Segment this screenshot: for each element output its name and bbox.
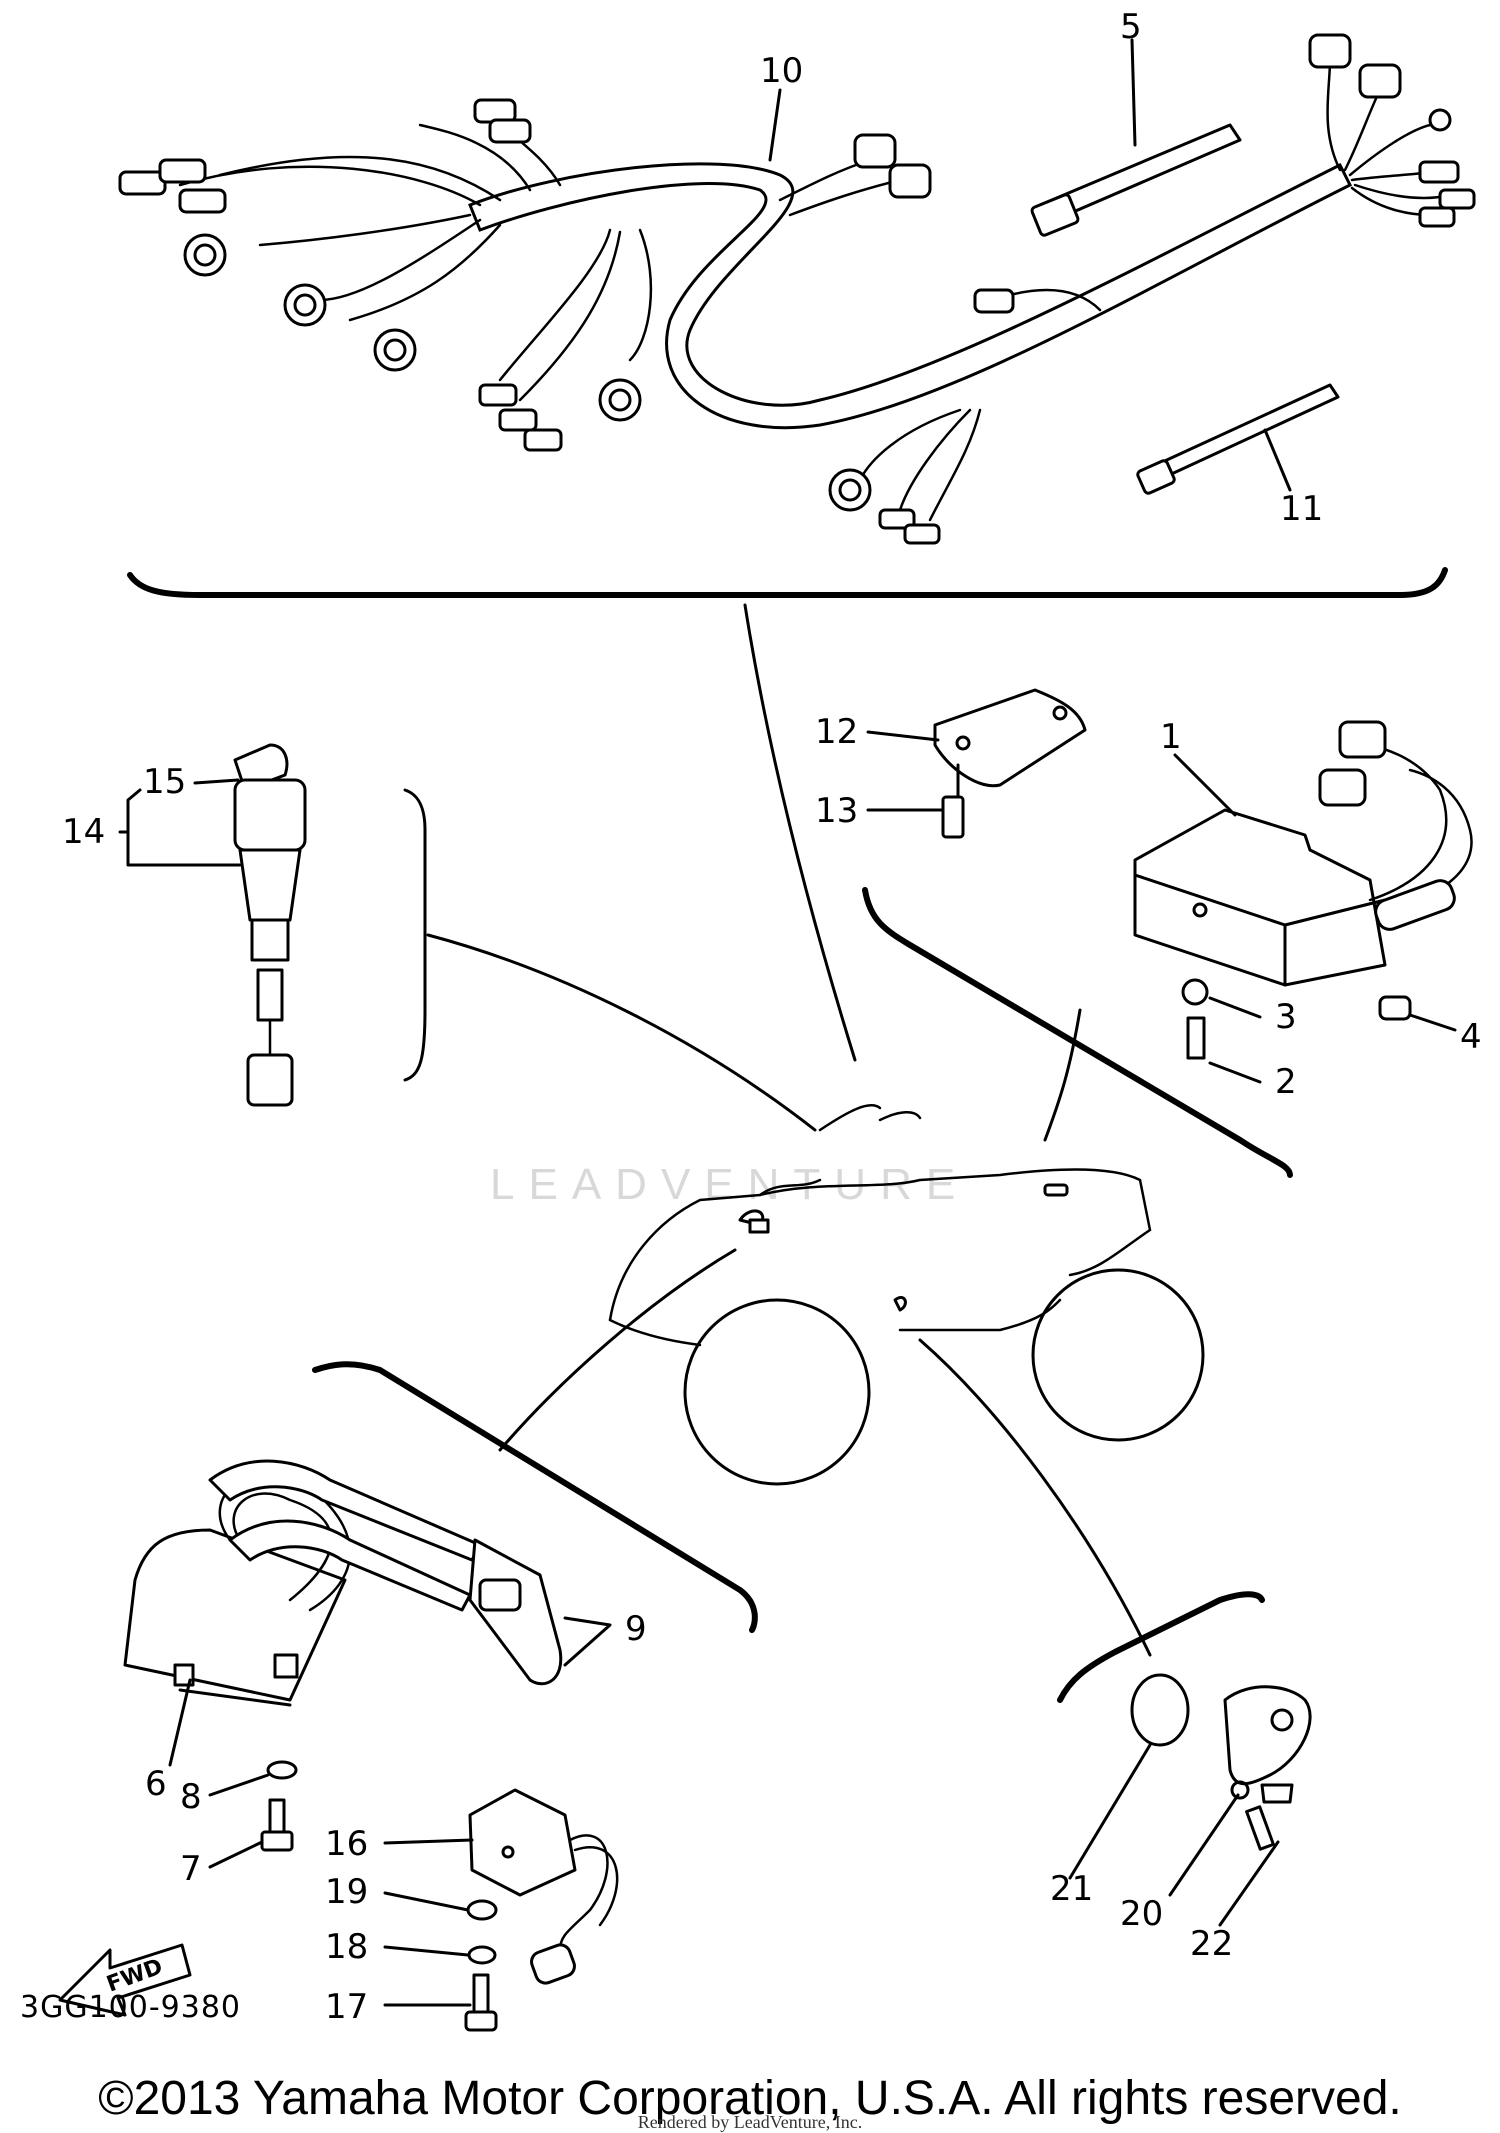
leader-4 — [1408, 1013, 1457, 1032]
leader-7 — [208, 1840, 264, 1869]
cable-tie-11 — [1136, 383, 1340, 495]
leader-12 — [866, 730, 940, 742]
washer-19 — [466, 1899, 498, 1921]
cdi-leader-line — [1043, 1008, 1082, 1142]
leader-21 — [1068, 1743, 1152, 1880]
leader-22 — [1218, 1840, 1280, 1927]
callout-3: 3 — [1275, 997, 1297, 1037]
callout-7: 7 — [180, 1849, 202, 1889]
cable-tie-5 — [1030, 123, 1242, 237]
callout-10: 10 — [760, 51, 803, 91]
washer-8 — [266, 1760, 298, 1780]
callout-21: 21 — [1050, 1869, 1093, 1909]
ignition-group-bracket — [312, 1361, 758, 1633]
rectifier-12 — [933, 688, 1087, 839]
callout-1: 1 — [1160, 717, 1182, 757]
callout-9: 9 — [625, 1609, 647, 1649]
leader-16 — [383, 1838, 474, 1845]
leader-2 — [1208, 1061, 1262, 1084]
leader-5 — [1130, 38, 1137, 147]
callout-11: 11 — [1280, 489, 1323, 529]
leader-14 — [118, 788, 242, 867]
leader-18 — [383, 1945, 470, 1957]
callout-2: 2 — [1275, 1062, 1297, 1102]
leader-19 — [383, 1891, 470, 1912]
callout-15: 15 — [143, 762, 186, 802]
callout-18: 18 — [325, 1927, 368, 1967]
wire-harness — [118, 33, 1476, 545]
callout-22: 22 — [1190, 1924, 1233, 1964]
sensor-leader-line — [918, 1338, 1152, 1657]
callout-19: 19 — [325, 1872, 368, 1912]
leader-9 — [563, 1616, 612, 1667]
spark-plug-caps-9 — [208, 1459, 563, 1686]
callout-6: 6 — [145, 1764, 167, 1804]
bolt-7 — [260, 1798, 294, 1852]
sensor-group-bracket — [1057, 1591, 1265, 1703]
sensor-20 — [1223, 1685, 1312, 1800]
leader-3 — [1208, 996, 1262, 1019]
rendered-by-notice: Rendered by LeadVenture, Inc. — [637, 2112, 863, 2132]
callout-16: 16 — [325, 1824, 368, 1864]
leader-20 — [1168, 1793, 1240, 1897]
leader-10 — [768, 88, 782, 162]
callout-13: 13 — [815, 791, 858, 831]
atv-outline — [608, 1104, 1205, 1486]
leader-8 — [208, 1773, 270, 1797]
coil-leader-line — [498, 1248, 737, 1452]
main-switch-bracket — [403, 788, 427, 1082]
callout-20: 20 — [1120, 1894, 1163, 1934]
callout-17: 17 — [325, 1987, 368, 2027]
leader-6 — [168, 1678, 192, 1767]
unit-16 — [468, 1788, 619, 1985]
washer-18 — [467, 1945, 497, 1965]
ignition-coil-6 — [123, 1473, 352, 1707]
diagram-code: 3GG100-9380 — [20, 1990, 242, 2025]
callout-12: 12 — [815, 712, 858, 752]
main-switch — [233, 743, 307, 1107]
harness-leader-line — [743, 603, 857, 1062]
screw-17 — [464, 1973, 498, 2032]
callout-8: 8 — [180, 1777, 202, 1817]
harness-group-bracket — [127, 567, 1448, 598]
leader-15 — [193, 778, 240, 785]
copyright-notice: ©2013 Yamaha Motor Corporation, U.S.A. A… — [98, 2072, 1402, 2125]
leader-1 — [1173, 753, 1237, 817]
callout-5: 5 — [1120, 7, 1142, 47]
o-ring-21 — [1130, 1673, 1190, 1747]
cdi-unit-1 — [1133, 720, 1473, 1060]
screw-22 — [1245, 1783, 1294, 1851]
leader-11 — [1263, 428, 1292, 492]
switch-leader-line — [426, 933, 817, 1132]
callout-4: 4 — [1460, 1017, 1482, 1057]
callout-14: 14 — [62, 812, 105, 852]
